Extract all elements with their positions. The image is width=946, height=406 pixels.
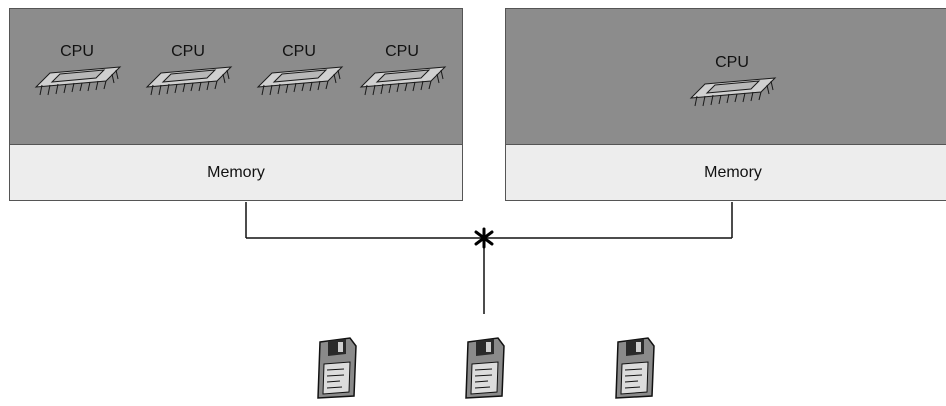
cpu-chip-icon	[359, 66, 447, 96]
cpu-unit: CPU	[138, 43, 238, 101]
cpu-chip-icon	[34, 66, 122, 96]
node-right: CPU Memory	[505, 8, 946, 201]
cpu-unit: CPU	[352, 43, 452, 101]
cpu-chip-icon	[145, 66, 233, 96]
floppy-disk-icon	[615, 337, 655, 399]
cpu-unit: CPU	[249, 43, 349, 101]
cpu-label: CPU	[282, 43, 316, 60]
node-left: CPU CPU	[9, 8, 463, 201]
cpu-area-left: CPU CPU	[10, 9, 462, 145]
junction-star-icon	[474, 227, 494, 249]
cpu-unit: CPU	[682, 54, 782, 112]
cpu-label: CPU	[171, 43, 205, 60]
memory-label-left: Memory	[207, 163, 265, 181]
cpu-chip-icon	[689, 77, 777, 107]
memory-label-right: Memory	[704, 163, 762, 181]
cpu-chip-icon	[256, 66, 344, 96]
cpu-unit: CPU	[27, 43, 127, 101]
floppy-disk-icon	[317, 337, 357, 399]
cpu-label: CPU	[385, 43, 419, 60]
cpu-area-right: CPU	[506, 9, 946, 145]
cpu-label: CPU	[60, 43, 94, 60]
floppy-disk-icon	[465, 337, 505, 399]
cpu-label: CPU	[715, 54, 749, 71]
